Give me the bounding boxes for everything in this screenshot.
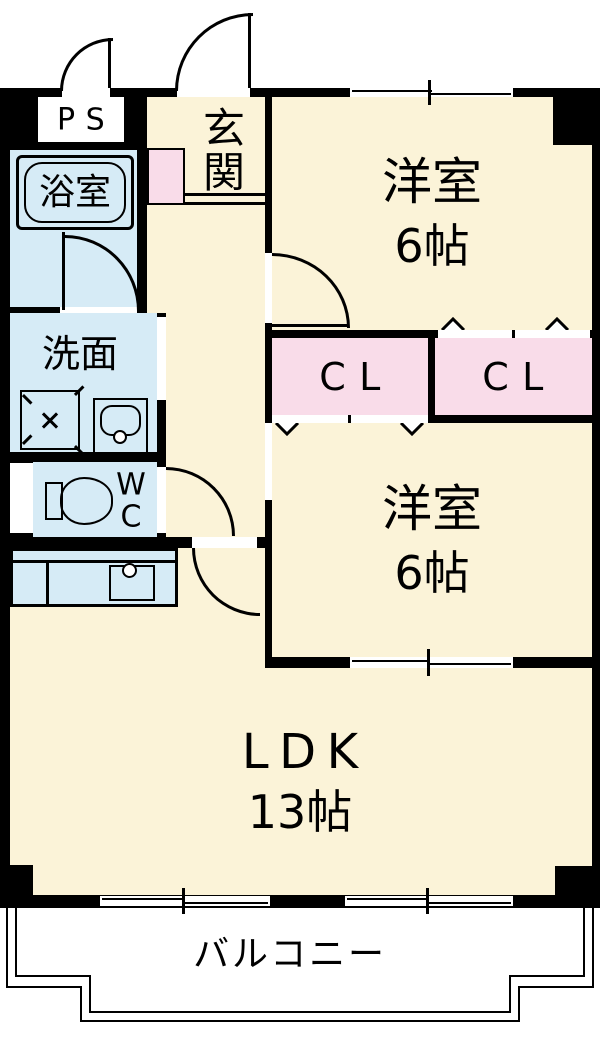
bathtub-inner [24,162,126,223]
room-entrance-hall [147,97,265,313]
window-tick [428,80,431,105]
window-ldk-left [100,896,270,906]
window-ldk-right [345,896,513,906]
window-tick [182,888,185,914]
label-ldk: LDK [241,723,369,780]
label-pipe-space: PS [57,102,116,138]
label-toilet: WC [116,467,146,534]
label-ldk-size: 13帖 [247,784,353,839]
bathtub [16,155,134,230]
door-opening-washroom [157,317,166,400]
door-leaf-bathroom [62,232,65,310]
door-opening-bedroom-middle [265,423,272,500]
entrance-step-line [185,202,265,205]
room-bedroom-middle [272,423,592,657]
toilet-bowl [60,477,113,525]
kitchen-counter [10,548,178,607]
door-arc-ps [60,38,113,91]
window-tick [426,888,429,914]
label-bedroom-middle: 洋室 [382,479,482,538]
entrance-step-line [185,193,265,196]
label-balcony: バルコニー [193,934,387,976]
label-washroom: 洗面 [41,332,119,377]
door-opening-ldk [192,537,257,548]
chevron-down-icon [399,423,425,436]
washbasin [93,398,148,455]
window-bedroom-middle [350,657,513,668]
shoe-cabinet [147,148,185,205]
room-pipe-space [38,97,124,142]
label-closet-left: CL [319,355,394,400]
room-closet-left [272,338,428,415]
window-tick [427,649,430,676]
chevron-up-icon [544,317,570,330]
label-entrance: 玄関 [202,103,245,197]
pillar-bottom-right [555,866,592,908]
door-opening-bedroom-top [265,253,272,323]
toilet-niche [10,463,33,533]
label-closet-right: CL [482,355,557,400]
window-bedroom-top [350,88,513,97]
closet-left-folding-door [272,415,428,423]
pillar-top-right [553,88,592,145]
door-opening-ps [62,88,110,97]
washing-machine-pan [20,385,85,456]
room-closet-right [435,338,592,415]
label-bedroom-top-size: 6帖 [394,218,470,273]
closet-right-folding-door [438,330,590,338]
chevron-up-icon [440,317,466,330]
label-bedroom-middle-size: 6帖 [394,545,470,600]
door-opening-entrance [177,88,250,97]
room-ldk-right [265,668,592,895]
label-bathroom: 浴室 [38,172,112,214]
chevron-down-icon [274,423,300,436]
door-opening-toilet [157,467,166,533]
pillar-bottom-left [10,865,33,908]
door-arc-entrance [175,13,253,91]
label-bedroom-top: 洋室 [382,152,482,211]
kitchen-faucet [122,563,137,578]
